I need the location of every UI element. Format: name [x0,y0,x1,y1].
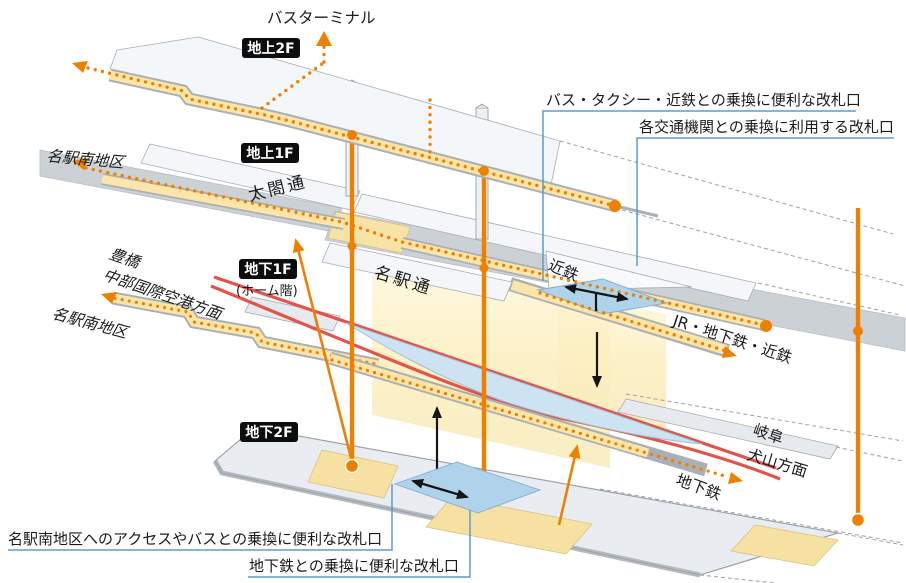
route-2f-dots [86,66,614,207]
label-bus-terminal: バスターミナル [267,9,376,27]
route-to-bus-terminal-dots [260,44,432,157]
callout-leader-meieki-south [8,484,393,551]
label-subway: 地下鉄 [674,471,724,504]
rail-track-south [210,284,781,481]
level-2f [72,31,906,287]
callout-bus-taxi: バス・タクシー・近鉄との乗換に便利な改札口 [546,91,861,109]
b2f-walk-area-right [730,524,839,567]
platform-deck-right [617,398,839,460]
arrow-to-subway-icon [728,472,743,484]
callout-leader-subway [248,510,471,578]
platform [345,322,703,445]
b1f-access-bridge [101,291,380,372]
b2f-hidden-edges [599,488,904,583]
rail-track-north [213,275,777,470]
deck-1f-east [353,193,757,302]
arrow-to-meieki-south-b1f-icon [101,292,117,304]
2f-hidden-edges [559,140,906,287]
route-node [760,320,772,332]
label-gifu: 岐阜 [751,421,786,448]
floor-label-2f: 地上2F [242,38,300,58]
floor-label-b2f: 地下2F [240,422,298,442]
b2f-walk-area-center [425,496,593,555]
deck-1f-south [321,242,513,302]
level-1f [39,143,906,358]
arrow-to-bus-terminal-icon [316,31,332,46]
floor-label-b1f-sub: (ホーム階) [236,284,298,299]
floor-label-1f: 地上1F [241,143,299,163]
deck-b2f [212,427,904,583]
svg-text:地下2F: 地下2F [245,424,292,441]
access-arrow-b2f-to-platform [557,444,581,526]
svg-text:地上1F: 地上1F [246,145,293,162]
route-1f-dots [84,166,766,327]
1f-walk-patch [327,211,411,254]
callout-all-transport: 各交通機関との乗換に利用する改札口 [639,118,894,136]
floor-label-b1f: 地下1F (ホーム階) [236,259,298,299]
level-b1f-platform [101,275,904,484]
access-arrow-b2f-to-1f [292,238,353,459]
label-meieki-south-lower: 名駅南地区 [49,305,133,342]
arrow-to-jr-subway-kintetsu-icon [722,346,737,358]
svg-text:地下1F: 地下1F [244,261,291,278]
callout-subway: 地下鉄との乗換に便利な改札口 [249,557,459,575]
route-concourse-dots [538,291,728,353]
arrow-to-meieki-south-1f-icon [72,158,88,170]
callout-meieki-south: 名駅南地区へのアクセスやバスとの乗換に便利な改札口 [8,530,382,548]
b2f-walk-area-left [307,449,399,499]
arrow-to-meieki-south-2f-icon [72,61,88,73]
svg-text:地上2F: 地上2F [247,40,294,57]
callout-leader-bus-taxi [542,110,856,281]
callout-leader-all-transport [636,137,894,266]
subway-concourse-strip [328,351,743,484]
route-node [609,200,621,212]
